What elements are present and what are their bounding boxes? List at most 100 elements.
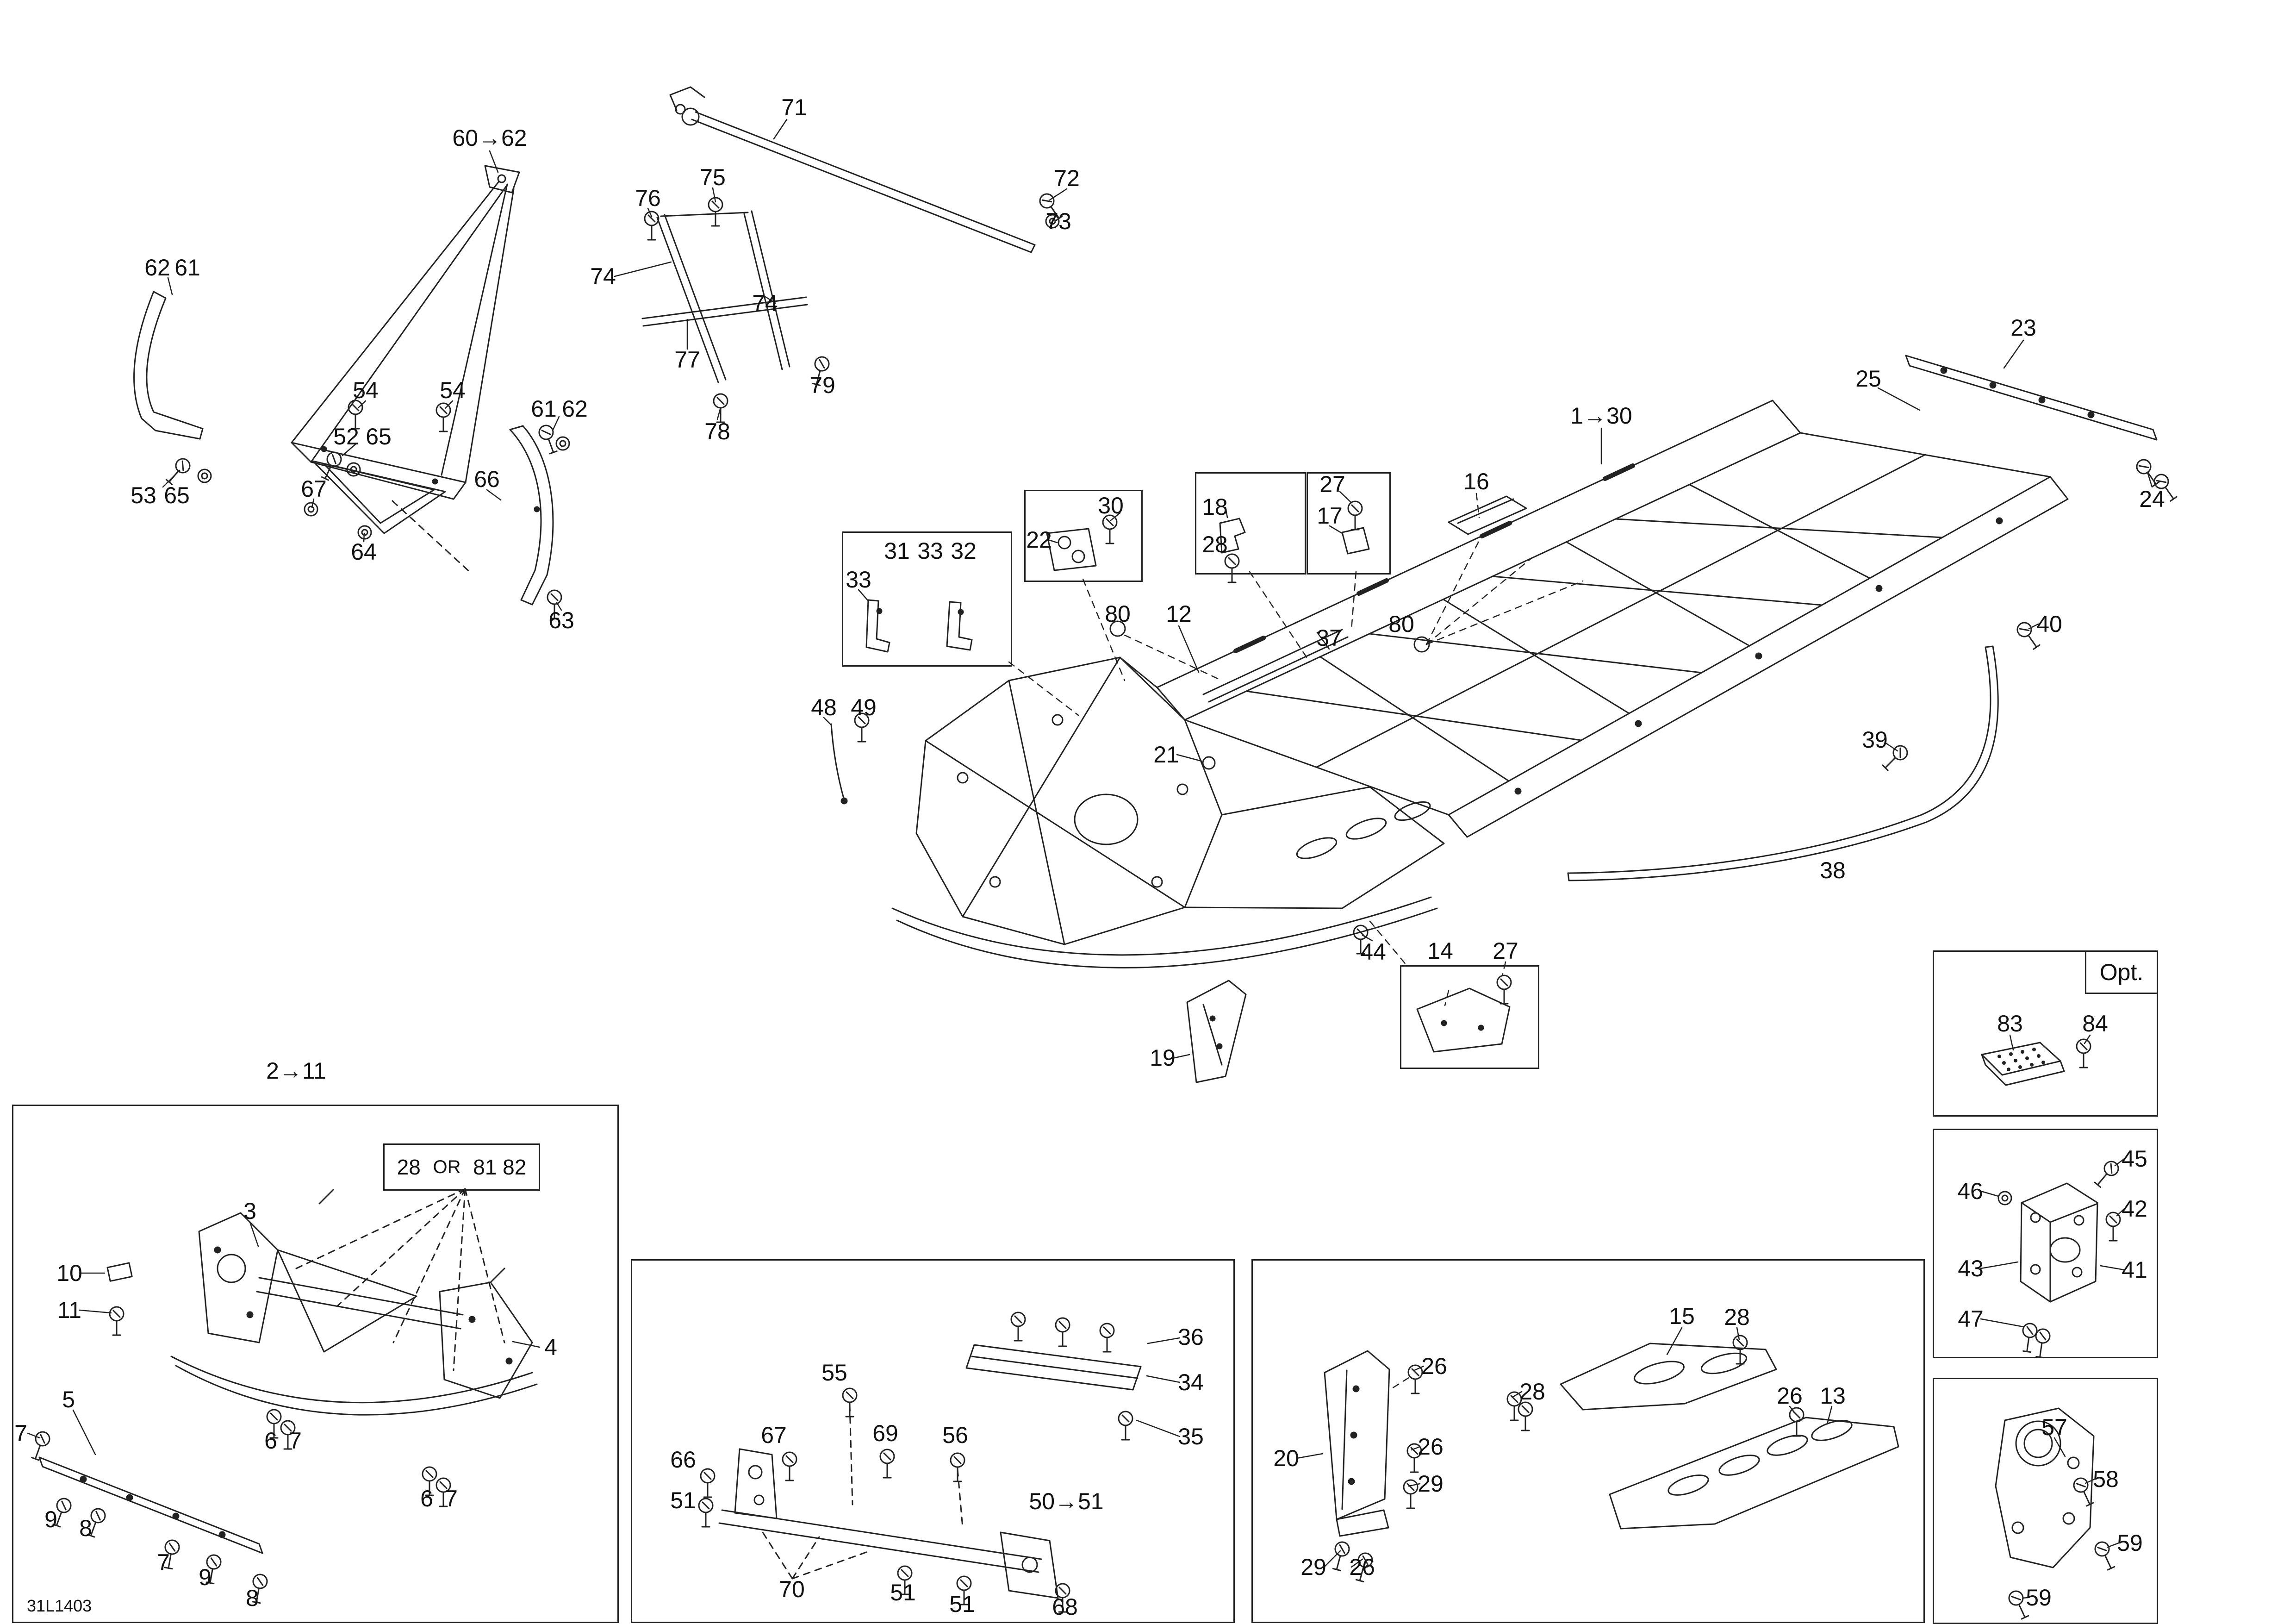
front-frame-box-drawing xyxy=(28,1188,538,1605)
part-label: 23 xyxy=(2010,315,2036,341)
part-label: 30 xyxy=(1098,493,1124,518)
detail-box-optional-pad: Opt. xyxy=(1933,950,2158,1117)
part-label: 77 xyxy=(674,347,700,373)
part-label: 8 xyxy=(79,1515,92,1541)
rail-box-drawing xyxy=(698,1312,1142,1613)
part-label: 18 xyxy=(1202,494,1228,520)
part-label: 26 xyxy=(1349,1554,1375,1580)
part-label: 68 xyxy=(1052,1594,1078,1620)
part-label: 47 xyxy=(1958,1306,1984,1332)
part-label: 79 xyxy=(809,372,835,398)
part-label: 63 xyxy=(548,607,574,633)
part-label: 40 xyxy=(2036,611,2062,637)
part-label: 13 xyxy=(1820,1383,1846,1409)
part-label: 83 xyxy=(1997,1011,2023,1037)
part-label: 53 xyxy=(131,482,156,508)
part-label: 67 xyxy=(761,1422,787,1448)
part-label: 35 xyxy=(1178,1424,1204,1449)
part-label: 1→30 xyxy=(1570,403,1632,429)
part-label: 48 xyxy=(811,694,837,720)
tunnel-deck-drawing xyxy=(830,355,2180,1083)
part-label: 59 xyxy=(2026,1585,2052,1611)
part-label: 80 xyxy=(1105,601,1131,627)
heat-exchanger-box-drawing xyxy=(1324,1335,1899,1583)
part-label: 32 xyxy=(951,538,977,564)
detail-box-support-22-30 xyxy=(1024,490,1143,582)
part-label: 54 xyxy=(440,377,466,403)
part-label: 33 xyxy=(846,567,871,593)
leader-lines xyxy=(27,119,2153,1599)
part-label: 8 xyxy=(246,1585,259,1611)
part-label: 3 xyxy=(243,1198,256,1224)
part-label: 11 xyxy=(57,1297,81,1323)
detail-box-bracket-57-59 xyxy=(1933,1378,2158,1624)
alt-part-right-label: 81 82 xyxy=(473,1155,527,1179)
part-label: 41 xyxy=(2122,1257,2147,1283)
part-label: 65 xyxy=(366,424,392,450)
part-label: 6 xyxy=(264,1428,277,1454)
part-label: 14 xyxy=(1427,938,1453,964)
part-label: 28 xyxy=(1202,531,1228,557)
optional-pad-drawing xyxy=(1981,1038,2091,1086)
part-label: 38 xyxy=(1820,857,1846,883)
part-label: 25 xyxy=(1855,366,1881,392)
part-label: 28 xyxy=(1519,1379,1545,1405)
part-label: 4 xyxy=(544,1334,557,1360)
part-label: 66 xyxy=(670,1447,696,1473)
part-label: 7 xyxy=(289,1428,302,1454)
part-label: 33 xyxy=(917,538,943,564)
part-label: 34 xyxy=(1178,1369,1204,1395)
pyramid-frame-drawing xyxy=(133,165,570,619)
part-label: 51 xyxy=(890,1580,916,1605)
part-label: 46 xyxy=(1957,1178,1983,1204)
small-bracket-details-drawing xyxy=(865,500,1512,1053)
part-label: 49 xyxy=(851,694,877,720)
part-label: 45 xyxy=(2122,1146,2147,1172)
detail-box-heat-exchanger xyxy=(1251,1259,1925,1623)
part-label: 55 xyxy=(821,1360,847,1386)
dashed-reference-lines xyxy=(1008,493,1584,1390)
part-label: 65 xyxy=(164,482,190,508)
part-label: 9 xyxy=(199,1564,212,1590)
part-label: 24 xyxy=(2139,486,2165,512)
front-bulkhead-drawing xyxy=(891,656,1445,968)
part-label: 74 xyxy=(590,263,616,289)
alternative-parts-box: 28 OR 81 82 xyxy=(383,1143,540,1191)
part-label: 7 xyxy=(445,1486,458,1512)
part-label: 39 xyxy=(1862,727,1888,753)
part-label: 64 xyxy=(351,539,377,565)
part-label: 70 xyxy=(779,1576,805,1602)
part-label: 26 xyxy=(1777,1383,1803,1409)
part-label: 7 xyxy=(14,1420,27,1446)
steering-brace-rods-drawing xyxy=(641,86,1066,423)
part-label: 69 xyxy=(872,1420,898,1446)
part-label: 57 xyxy=(2041,1414,2067,1440)
detail-box-bracket-14-27 xyxy=(1400,965,1539,1069)
part-label: 76 xyxy=(635,185,661,211)
part-label: 80 xyxy=(1388,611,1414,637)
detail-box-bracket-41-47 xyxy=(1933,1129,2158,1358)
part-label: 42 xyxy=(2122,1196,2147,1222)
part-label: 75 xyxy=(700,164,726,190)
part-label: 26 xyxy=(1418,1434,1444,1460)
part-label: 17 xyxy=(1317,503,1343,529)
part-label: 36 xyxy=(1178,1324,1204,1350)
part-label: 72 xyxy=(1054,165,1080,191)
part-label: 52 xyxy=(333,424,359,450)
part-label: 62 xyxy=(144,255,170,281)
part-label: 6 xyxy=(420,1486,433,1512)
part-label: 78 xyxy=(704,418,730,444)
alt-part-left-label: 28 xyxy=(397,1155,421,1179)
detail-box-front-frame xyxy=(12,1105,619,1623)
part-label: 73 xyxy=(1045,208,1071,234)
part-label: 67 xyxy=(301,476,327,502)
part-label: 50→51 xyxy=(1029,1488,1104,1514)
part-label: 59 xyxy=(2117,1530,2143,1556)
part-label: 29 xyxy=(1300,1554,1326,1580)
part-label: 84 xyxy=(2082,1011,2108,1037)
part-label: 16 xyxy=(1463,468,1489,494)
part-label: 22 xyxy=(1026,527,1052,553)
part-label: 15 xyxy=(1669,1303,1695,1329)
